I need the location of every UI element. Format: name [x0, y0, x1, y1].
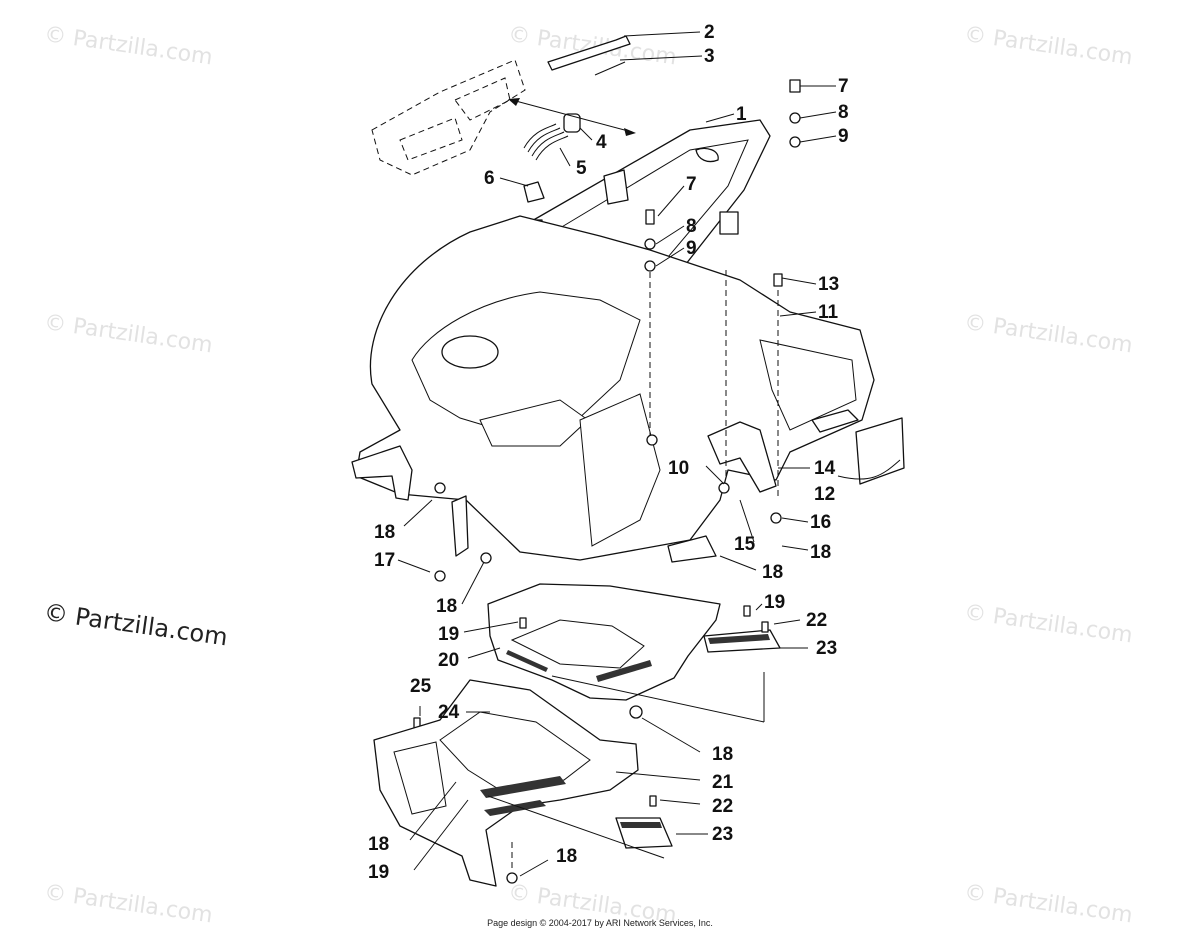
page-footer: Page design © 2004-2017 by ARI Network S… [487, 918, 713, 928]
callout-label: 18 [712, 744, 733, 765]
footwell-part-20 [487, 583, 765, 723]
callout-label: 24 [438, 702, 460, 723]
callout-label: 4 [596, 132, 607, 153]
callout-label: 14 [814, 458, 836, 479]
callout-label: 8 [838, 102, 849, 123]
bottom-nut [506, 842, 518, 884]
rear-fender-part-11 [355, 215, 875, 561]
callout-label: 1 [736, 104, 747, 125]
callout-label: 18 [762, 562, 783, 583]
decal-part-12 [855, 417, 905, 485]
bushing-part-6 [523, 181, 545, 203]
callout-label: 2 [704, 22, 715, 43]
callout-label: 10 [668, 458, 689, 479]
callout-label: 19 [438, 624, 459, 645]
spring-part-5 [523, 123, 569, 161]
fastener-stack-right [789, 79, 801, 148]
callout-label: 5 [576, 158, 587, 179]
callout-label: 18 [556, 846, 577, 867]
callout-label: 12 [814, 484, 835, 505]
callout-label: 21 [712, 772, 734, 793]
fastener-stack-center [644, 209, 656, 440]
assembly-arrow [508, 98, 636, 136]
callout-label: 19 [368, 862, 389, 883]
callout-label: 18 [368, 834, 389, 855]
left-bracket [351, 445, 469, 557]
callout-label: 22 [806, 610, 827, 631]
phantom-mount-bracket [371, 59, 526, 176]
callout-label: 18 [374, 522, 395, 543]
bracket-part-14 [707, 421, 777, 493]
callout-label: 8 [686, 216, 697, 237]
rod-part-2 [547, 35, 631, 71]
callout-label: 7 [838, 76, 849, 97]
callout-label: 9 [838, 126, 849, 147]
screws [413, 605, 769, 807]
callout-label: 7 [686, 174, 697, 195]
footrest-part-23-upper [703, 629, 781, 653]
callout-label: 19 [764, 592, 785, 613]
callout-label: 6 [484, 168, 495, 189]
callout-label: 18 [436, 596, 457, 617]
footrest-part-23-lower [615, 817, 673, 849]
callout-label: 22 [712, 796, 733, 817]
callout-label: 20 [438, 650, 459, 671]
callout-label: 11 [818, 302, 839, 323]
pin-part-3 [594, 61, 626, 76]
collar-part-4 [563, 113, 581, 133]
callout-label: 16 [810, 512, 831, 533]
callout-label: 23 [816, 638, 837, 659]
callout-label: 18 [810, 542, 831, 563]
footwell-part-21 [373, 679, 665, 887]
callout-label: 3 [704, 46, 715, 67]
callout-label: 23 [712, 824, 733, 845]
callout-label: 17 [374, 550, 395, 571]
callout-label: 9 [686, 238, 697, 259]
callout-labels: 1 2 3 4 5 6 7 8 9 7 8 9 13 11 10 14 12 1… [368, 22, 849, 883]
callout-label: 25 [410, 676, 432, 697]
right-lower-bracket [667, 535, 717, 563]
callout-label: 13 [818, 274, 839, 295]
leader-lines [397, 31, 901, 877]
bolt-part-13 [773, 273, 783, 500]
washers [434, 434, 782, 582]
callout-label: 15 [734, 534, 756, 555]
